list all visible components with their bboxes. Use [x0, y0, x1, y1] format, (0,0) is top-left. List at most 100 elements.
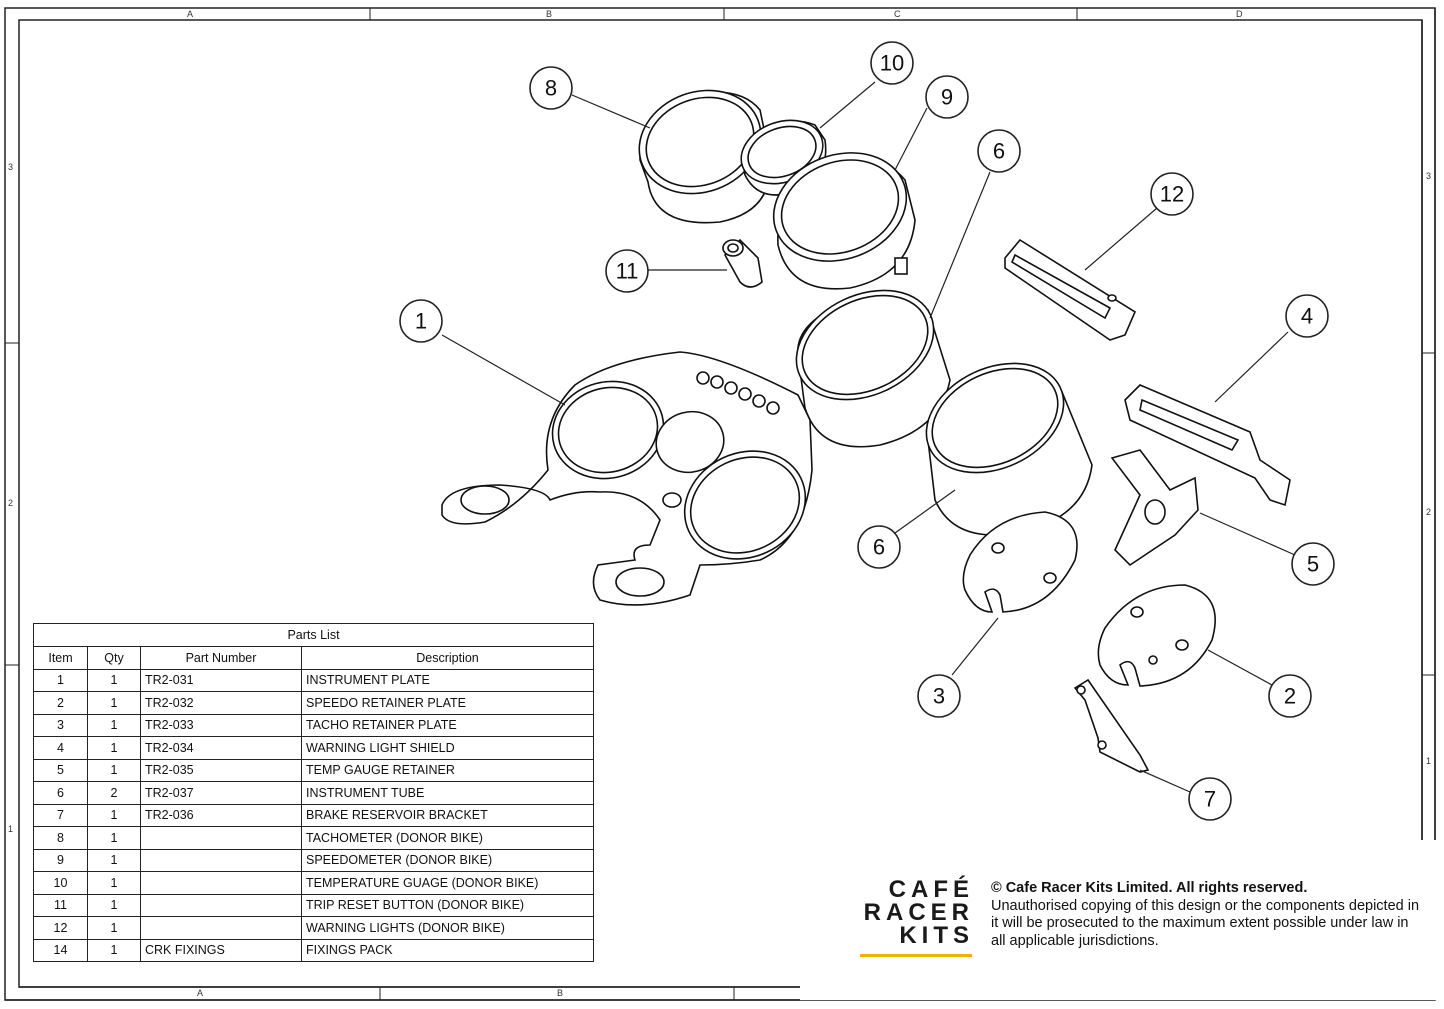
- brake-reservoir-bracket-part: [1073, 678, 1150, 773]
- svg-text:9: 9: [941, 85, 953, 110]
- cell-part-number: [140, 916, 302, 940]
- parts-list-title: Parts List: [33, 623, 594, 647]
- cell-part-number: [140, 826, 302, 850]
- cell-item: 10: [33, 871, 88, 895]
- tachometer-part: [638, 89, 771, 224]
- callout-1: 1: [399, 299, 443, 343]
- zone-label-top-c: C: [894, 9, 901, 19]
- logo-line-3: KITS: [899, 922, 974, 949]
- svg-text:6: 6: [873, 535, 885, 560]
- cell-part-number: [140, 848, 302, 872]
- callout-7: 7: [1188, 777, 1232, 821]
- cell-qty: 1: [87, 803, 141, 827]
- zone-label-right-2: 2: [1426, 507, 1432, 517]
- column-header-part-number: Part Number: [140, 646, 302, 670]
- zone-label-right-1: 1: [1426, 756, 1432, 766]
- svg-text:11: 11: [616, 259, 639, 284]
- zone-label-top-b: B: [546, 9, 553, 19]
- cell-item: 2: [33, 691, 88, 715]
- logo-accent-bar: [860, 954, 972, 957]
- cell-qty: 1: [87, 713, 141, 737]
- cell-part-number: TR2-036: [140, 803, 302, 827]
- cell-part-number: TR2-032: [140, 691, 302, 715]
- tacho-retainer-plate-part: [962, 511, 1078, 613]
- zone-label-left-2: 2: [8, 498, 14, 508]
- cell-item: 11: [33, 893, 88, 917]
- cell-description: TEMPERATURE GUAGE (DONOR BIKE): [301, 871, 594, 895]
- cell-qty: 1: [87, 916, 141, 940]
- zone-label-top-a: A: [187, 9, 194, 19]
- zone-label-bottom-b: B: [557, 988, 564, 998]
- warning-light-shield-part: [1124, 384, 1291, 507]
- speedo-retainer-plate-part: [1097, 584, 1216, 687]
- speedometer-part: [772, 152, 916, 290]
- column-header-description: Description: [301, 646, 594, 670]
- callout-12: 12: [1150, 172, 1194, 216]
- zone-label-bottom-a: A: [197, 988, 204, 998]
- instrument-tube-upper: [795, 289, 951, 448]
- cell-item: 6: [33, 781, 88, 805]
- cell-qty: 1: [87, 668, 141, 692]
- cell-qty: 1: [87, 758, 141, 782]
- cell-description: BRAKE RESERVOIR BRACKET: [301, 803, 594, 827]
- svg-text:7: 7: [1204, 787, 1216, 812]
- callout-9: 9: [925, 75, 969, 119]
- parts-list-table: Parts List Item Qty Part Number Descript…: [33, 623, 594, 962]
- logo-line-2: RACER: [863, 899, 974, 926]
- callout-10: 10: [870, 41, 914, 85]
- column-header-item: Item: [33, 646, 88, 670]
- cell-description: INSTRUMENT PLATE: [301, 668, 594, 692]
- svg-text:3: 3: [933, 684, 945, 709]
- callout-6-lower: 6: [857, 525, 901, 569]
- cell-part-number: TR2-037: [140, 781, 302, 805]
- svg-text:8: 8: [545, 76, 557, 101]
- cell-qty: 1: [87, 871, 141, 895]
- cell-item: 5: [33, 758, 88, 782]
- cell-description: INSTRUMENT TUBE: [301, 781, 594, 805]
- cell-qty: 2: [87, 781, 141, 805]
- trip-reset-button-part: [722, 238, 763, 288]
- cell-part-number: [140, 893, 302, 917]
- svg-text:2: 2: [1284, 684, 1296, 709]
- cafe-racer-kits-logo: CAFÉ RACER KITS: [856, 878, 974, 958]
- cell-part-number: TR2-035: [140, 758, 302, 782]
- cell-description: WARNING LIGHTS (DONOR BIKE): [301, 916, 594, 940]
- callout-4: 4: [1285, 294, 1329, 338]
- cell-description: SPEEDO RETAINER PLATE: [301, 691, 594, 715]
- zone-label-left-3: 3: [8, 162, 14, 172]
- logo-line-1: CAFÉ: [888, 876, 974, 903]
- cell-qty: 1: [87, 691, 141, 715]
- leader-lines: [441, 81, 1296, 793]
- zone-label-top-d: D: [1236, 9, 1243, 19]
- cell-description: WARNING LIGHT SHIELD: [301, 736, 594, 760]
- cell-item: 8: [33, 826, 88, 850]
- column-header-qty: Qty: [87, 646, 141, 670]
- cell-description: TRIP RESET BUTTON (DONOR BIKE): [301, 893, 594, 917]
- svg-text:1: 1: [415, 309, 427, 334]
- cell-part-number: CRK FIXINGS: [140, 938, 302, 962]
- svg-text:12: 12: [1160, 182, 1184, 207]
- callout-3: 3: [917, 674, 961, 718]
- cell-description: TACHO RETAINER PLATE: [301, 713, 594, 737]
- cell-part-number: [140, 871, 302, 895]
- svg-text:5: 5: [1307, 552, 1319, 577]
- callout-5: 5: [1291, 542, 1335, 586]
- cell-item: 7: [33, 803, 88, 827]
- cell-qty: 1: [87, 893, 141, 917]
- cell-description: SPEEDOMETER (DONOR BIKE): [301, 848, 594, 872]
- svg-text:4: 4: [1301, 304, 1313, 329]
- cell-part-number: TR2-031: [140, 668, 302, 692]
- callout-11: 11: [605, 249, 649, 293]
- zone-label-right-3: 3: [1426, 171, 1432, 181]
